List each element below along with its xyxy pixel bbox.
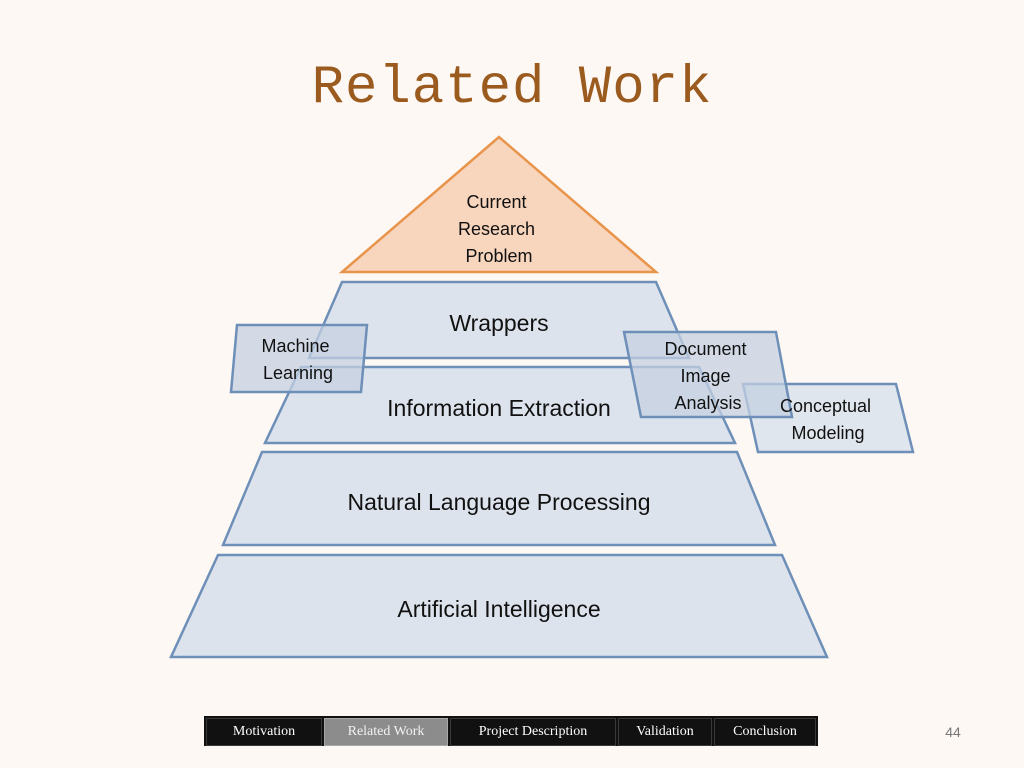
document-image-analysis-label: Document Image Analysis: [664, 339, 751, 413]
conceptual-modeling-line-1: Conceptual: [780, 396, 871, 416]
machine-learning-label: Machine Learning: [261, 336, 334, 383]
pyramid-apex-label: Current Research Problem: [458, 192, 540, 266]
document-image-analysis-line-2: Image: [680, 366, 730, 386]
machine-learning-line-1: Machine: [261, 336, 329, 356]
machine-learning-box: [229, 323, 369, 394]
pyramid-level-wrappers-label: Wrappers: [449, 310, 548, 336]
nav-item-validation[interactable]: Validation: [618, 718, 712, 746]
pyramid-level-information-extraction-shape: [263, 365, 737, 445]
document-image-analysis-box: [622, 330, 794, 419]
document-image-analysis-line-3: Analysis: [674, 393, 741, 413]
conceptual-modeling-label: Conceptual Modeling: [780, 396, 876, 443]
nav-item-related-work[interactable]: Related Work: [324, 718, 448, 746]
page-number: 44: [945, 724, 961, 740]
nav-item-motivation[interactable]: Motivation: [206, 718, 322, 746]
document-image-analysis-line-1: Document: [664, 339, 746, 359]
apex-line-3: Problem: [465, 246, 532, 266]
pyramid-level-nlp-label: Natural Language Processing: [347, 489, 650, 515]
pyramid-level-ai-shape: [169, 553, 829, 659]
conceptual-modeling-line-2: Modeling: [791, 423, 864, 443]
machine-learning-line-2: Learning: [263, 363, 333, 383]
section-nav-bar: Motivation Related Work Project Descript…: [204, 716, 818, 746]
apex-line-1: Current: [466, 192, 526, 212]
nav-item-project-description[interactable]: Project Description: [450, 718, 616, 746]
page-title: Related Work: [311, 58, 713, 119]
pyramid-level-nlp-shape: [221, 450, 777, 547]
nav-item-conclusion[interactable]: Conclusion: [714, 718, 816, 746]
pyramid-level-information-extraction-label: Information Extraction: [387, 395, 611, 421]
pyramid-level-ai-label: Artificial Intelligence: [397, 596, 600, 622]
apex-line-2: Research: [458, 219, 535, 239]
pyramid-apex-shape: [338, 135, 660, 274]
